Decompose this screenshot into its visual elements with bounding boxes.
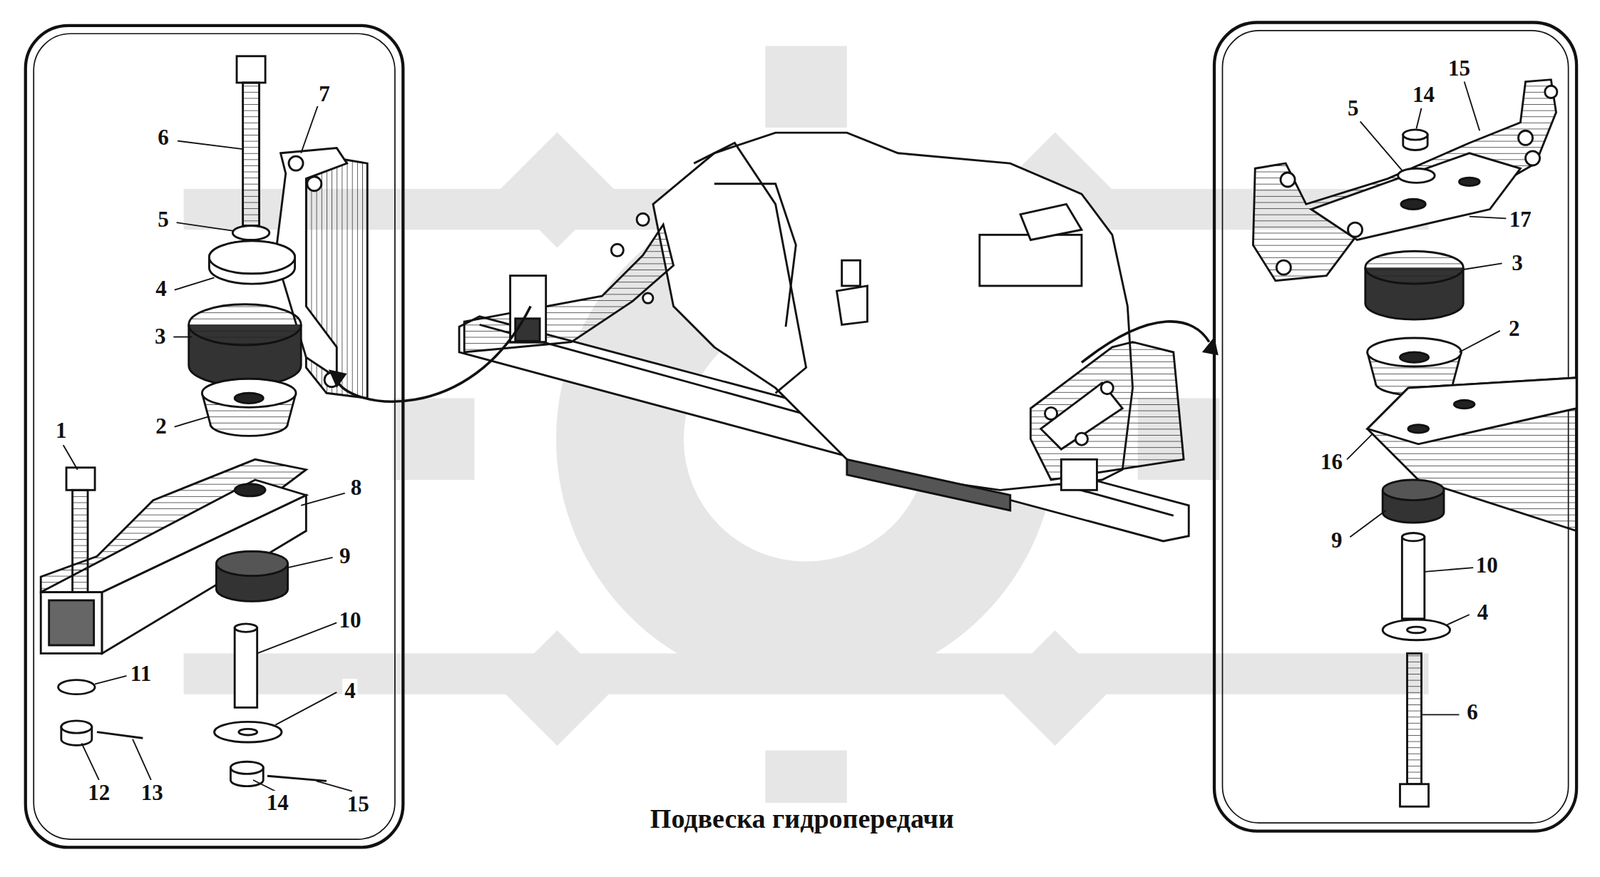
callout-number: 12: [85, 780, 112, 805]
callout-number: 3: [1509, 250, 1526, 276]
callout-number: 5: [1345, 96, 1362, 121]
callout-number: 14: [264, 790, 291, 815]
callout-number: 11: [128, 660, 154, 686]
callout-number: 14: [1410, 82, 1437, 107]
callout-number: 16: [1318, 449, 1345, 475]
callout-number: 15: [345, 792, 372, 817]
gear-watermark: [183, 45, 1429, 833]
callout-number: 15: [1445, 56, 1473, 81]
callout-number: 3: [152, 324, 169, 349]
callout-number: 17: [1507, 207, 1534, 232]
callout-number: 1: [53, 418, 70, 443]
callout-number: 5: [155, 207, 172, 232]
callout-number: 7: [316, 81, 333, 107]
callout-number: 4: [1475, 600, 1491, 625]
callout-number: 13: [139, 780, 166, 805]
caption: Подвеска гидропередачи: [645, 802, 959, 835]
callout-number: 2: [153, 414, 169, 439]
callout-number: 10: [336, 608, 363, 633]
callout-number: 9: [337, 544, 353, 569]
callout-number: 4: [342, 678, 358, 704]
callout-number: 10: [1473, 553, 1501, 578]
callout-number: 6: [1464, 700, 1481, 725]
callout-number: 9: [1329, 528, 1345, 553]
callout-number: 6: [155, 125, 172, 150]
callout-number: 2: [1506, 316, 1523, 341]
callout-number: 4: [153, 276, 169, 301]
callout-number: 8: [348, 475, 365, 500]
